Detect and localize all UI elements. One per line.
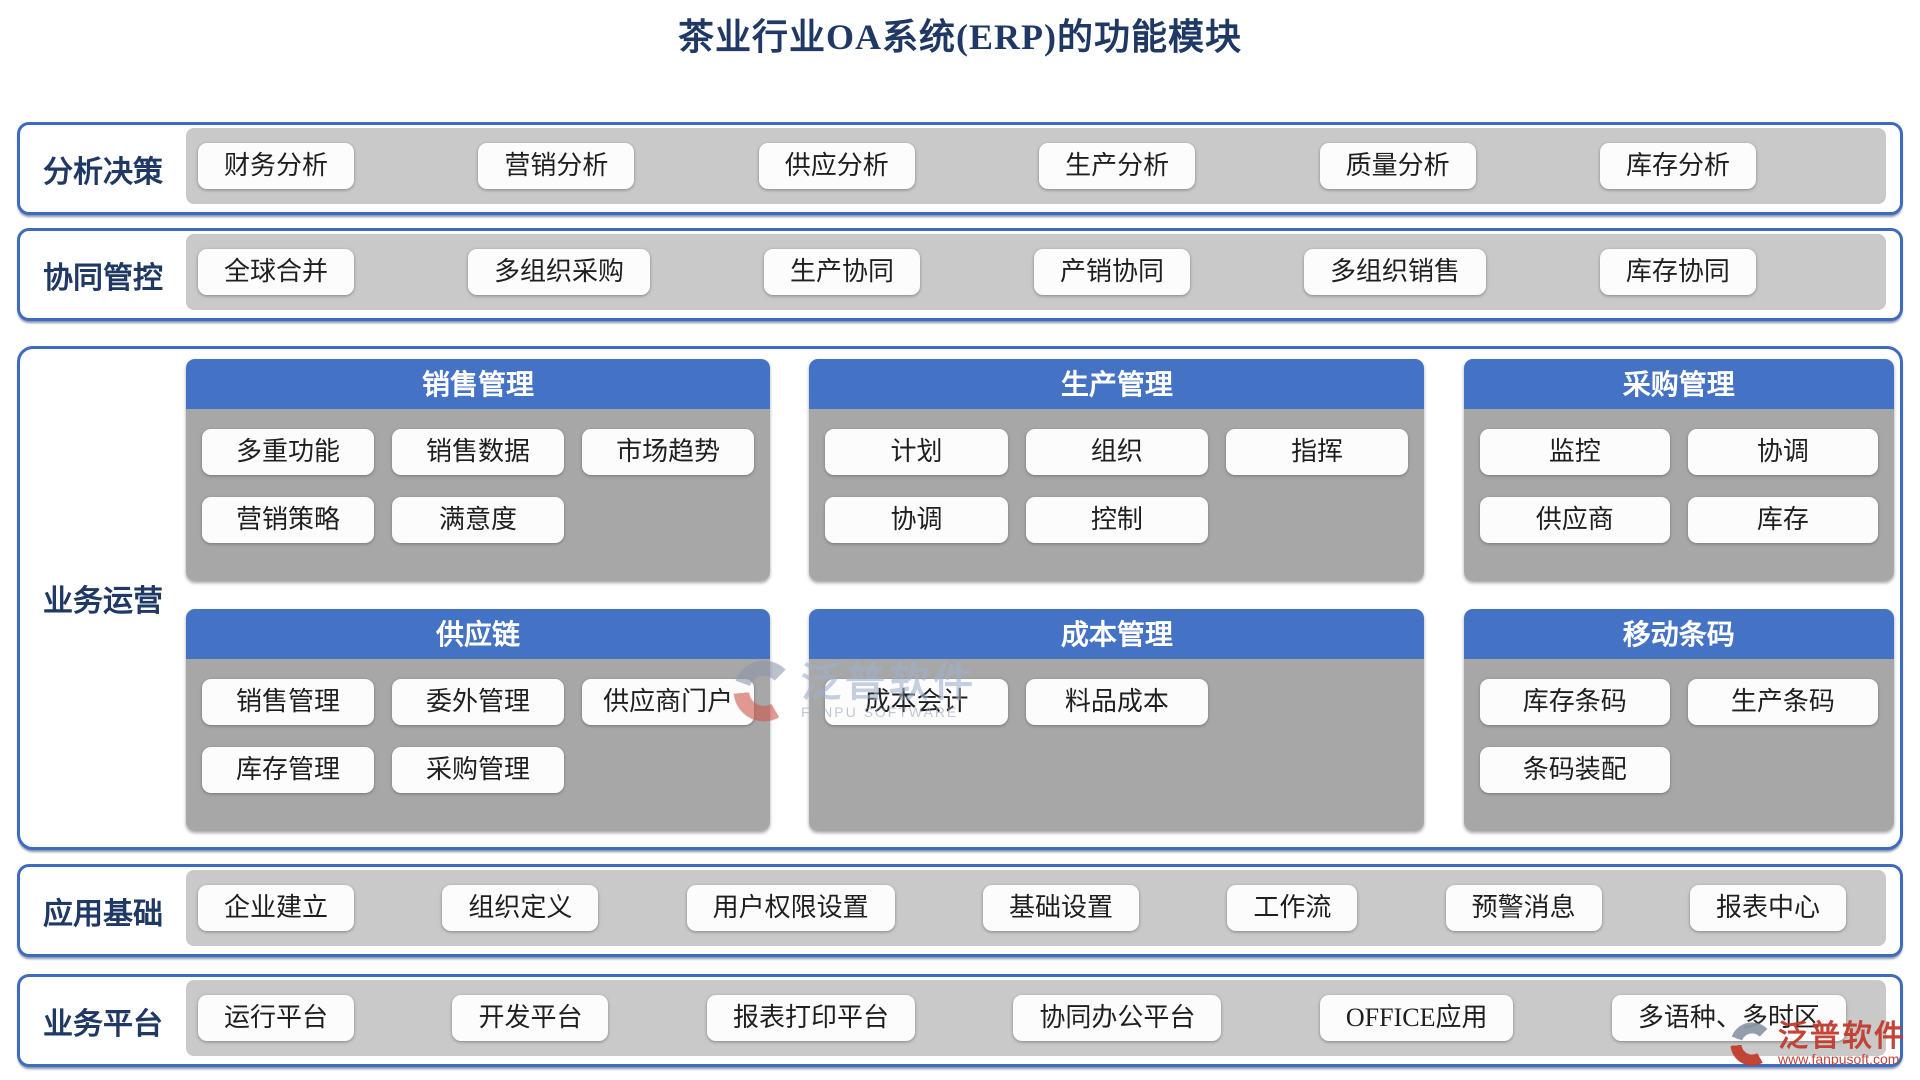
module-chip-organize: 组织	[1025, 429, 1208, 475]
module-chip-inventory-barcode: 库存条码	[1479, 679, 1670, 725]
section-business-platform: 业务平台 运行平台 开发平台 报表打印平台 协同办公平台 OFFICE应用 多语…	[17, 974, 1903, 1067]
operations-row-2: 供应链 销售管理 委外管理 供应商门户 库存管理 采购管理	[186, 609, 1894, 831]
group-title: 移动条码	[1463, 609, 1894, 659]
group-button-row: 条码装配	[1479, 747, 1878, 793]
module-chip-user-permission: 用户权限设置	[686, 885, 895, 931]
module-chip-inventory-analysis: 库存分析	[1599, 143, 1756, 189]
module-chip-material-cost: 料品成本	[1025, 679, 1208, 725]
module-chip-financial-analysis: 财务分析	[198, 143, 355, 189]
group-production-management: 生产管理 计划 组织 指挥 协调 控制	[809, 359, 1425, 581]
section-application-foundation: 应用基础 企业建立 组织定义 用户权限设置 基础设置 工作流 预警消息 报表中心	[17, 864, 1903, 957]
group-procurement-management: 采购管理 监控 协调 供应商 库存	[1463, 359, 1894, 581]
group-title: 销售管理	[186, 359, 771, 409]
module-chip-barcode-assembly: 条码装配	[1479, 747, 1670, 793]
module-chip-coordinate: 协调	[825, 497, 1008, 543]
module-chip-outsourcing-mgmt: 委外管理	[392, 679, 565, 725]
module-chip-report-print-platform: 报表打印平台	[706, 995, 915, 1041]
group-sales-management: 销售管理 多重功能 销售数据 市场趋势 营销策略 满意度	[186, 359, 771, 581]
module-chip-alert-message: 预警消息	[1445, 885, 1602, 931]
module-chip-cost-accounting: 成本会计	[825, 679, 1008, 725]
group-supply-chain: 供应链 销售管理 委外管理 供应商门户 库存管理 采购管理	[186, 609, 771, 831]
group-body: 成本会计 料品成本	[809, 659, 1425, 831]
group-cost-management: 成本管理 成本会计 料品成本	[809, 609, 1425, 831]
module-chip-quality-analysis: 质量分析	[1319, 143, 1476, 189]
group-title: 供应链	[186, 609, 771, 659]
module-chip-collab-office-platform: 协同办公平台	[1013, 995, 1222, 1041]
group-title: 生产管理	[809, 359, 1425, 409]
module-chip-sales-production-collab: 产销协同	[1033, 249, 1190, 295]
module-chip-runtime-platform: 运行平台	[198, 995, 355, 1041]
module-chip-supply-analysis: 供应分析	[758, 143, 915, 189]
module-chip-monitor: 监控	[1479, 429, 1670, 475]
module-chip-production-barcode: 生产条码	[1687, 679, 1878, 725]
module-chip-multiorg-purchase: 多组织采购	[467, 249, 650, 295]
section-band: 财务分析 营销分析 供应分析 生产分析 质量分析 库存分析	[186, 128, 1886, 204]
module-chip-supplier: 供应商	[1479, 497, 1670, 543]
module-chip-marketing-analysis: 营销分析	[478, 143, 635, 189]
module-chip-office-app: OFFICE应用	[1319, 995, 1514, 1041]
group-title: 采购管理	[1463, 359, 1894, 409]
group-button-row: 计划 组织 指挥	[825, 429, 1409, 475]
group-button-row: 营销策略 满意度	[202, 497, 754, 543]
module-chip-plan: 计划	[825, 429, 1008, 475]
module-chip-sales-data: 销售数据	[392, 429, 565, 475]
group-body: 库存条码 生产条码 条码装配	[1463, 659, 1894, 831]
module-chip-org-definition: 组织定义	[442, 885, 599, 931]
group-body: 多重功能 销售数据 市场趋势 营销策略 满意度	[186, 409, 771, 581]
module-chip-command: 指挥	[1225, 429, 1409, 475]
module-chip-inventory: 库存	[1687, 497, 1878, 543]
section-business-operations: 业务运营 销售管理 多重功能 销售数据 市场趋势 营销策略 满意度	[17, 346, 1903, 850]
page-title: 茶业行业OA系统(ERP)的功能模块	[678, 17, 1242, 57]
section-label: 业务运营	[43, 585, 163, 618]
group-body: 销售管理 委外管理 供应商门户 库存管理 采购管理	[186, 659, 771, 831]
section-analysis-decision: 分析决策 财务分析 营销分析 供应分析 生产分析 质量分析 库存分析	[17, 122, 1903, 215]
module-chip-production-analysis: 生产分析	[1039, 143, 1196, 189]
group-body: 监控 协调 供应商 库存	[1463, 409, 1894, 581]
section-label: 业务平台	[43, 1007, 163, 1041]
group-button-row: 库存条码 生产条码	[1479, 679, 1878, 725]
group-mobile-barcode: 移动条码 库存条码 生产条码 条码装配	[1463, 609, 1894, 831]
module-chip-basic-settings: 基础设置	[982, 885, 1139, 931]
module-chip-multiorg-sales: 多组织销售	[1303, 249, 1486, 295]
section-label: 协同管控	[43, 261, 163, 295]
module-chip-production-collab: 生产协同	[763, 249, 920, 295]
section-label: 应用基础	[43, 897, 163, 931]
group-button-row: 供应商 库存	[1479, 497, 1878, 543]
module-chip-report-center: 报表中心	[1689, 885, 1846, 931]
module-chip-enterprise-setup: 企业建立	[198, 885, 355, 931]
group-button-row: 协调 控制	[825, 497, 1408, 543]
group-button-row: 监控 协调	[1479, 429, 1878, 475]
module-chip-satisfaction: 满意度	[392, 497, 565, 543]
module-chip-multilang-timezone: 多语种、多时区	[1611, 995, 1846, 1041]
module-chip-market-trend: 市场趋势	[582, 429, 755, 475]
group-button-row: 库存管理 采购管理	[202, 747, 754, 793]
section-band: 企业建立 组织定义 用户权限设置 基础设置 工作流 预警消息 报表中心	[186, 870, 1886, 946]
section-band: 全球合并 多组织采购 生产协同 产销协同 多组织销售 库存协同	[186, 234, 1886, 310]
operations-content: 销售管理 多重功能 销售数据 市场趋势 营销策略 满意度	[186, 349, 1900, 847]
module-chip-inventory-mgmt: 库存管理	[202, 747, 375, 793]
group-button-row: 多重功能 销售数据 市场趋势	[202, 429, 755, 475]
module-chip-sales-mgmt: 销售管理	[202, 679, 375, 725]
section-label: 分析决策	[43, 155, 163, 189]
module-chip-purchase-mgmt: 采购管理	[392, 747, 565, 793]
operations-row-1: 销售管理 多重功能 销售数据 市场趋势 营销策略 满意度	[186, 359, 1894, 581]
module-chip-marketing-strategy: 营销策略	[202, 497, 375, 543]
group-title: 成本管理	[809, 609, 1425, 659]
module-chip-control: 控制	[1025, 497, 1208, 543]
group-button-row: 成本会计 料品成本	[825, 679, 1408, 725]
module-chip-coordination: 协调	[1687, 429, 1878, 475]
section-band: 运行平台 开发平台 报表打印平台 协同办公平台 OFFICE应用 多语种、多时区	[186, 980, 1886, 1056]
module-chip-dev-platform: 开发平台	[452, 995, 609, 1041]
module-chip-inventory-collab: 库存协同	[1599, 249, 1756, 295]
module-chip-supplier-portal: 供应商门户	[582, 679, 755, 725]
module-chip-workflow: 工作流	[1227, 885, 1358, 931]
module-chip-multi-function: 多重功能	[202, 429, 375, 475]
group-button-row: 销售管理 委外管理 供应商门户	[202, 679, 755, 725]
group-body: 计划 组织 指挥 协调 控制	[809, 409, 1425, 581]
module-chip-global-merge: 全球合并	[198, 249, 355, 295]
section-collaborative-control: 协同管控 全球合并 多组织采购 生产协同 产销协同 多组织销售 库存协同	[17, 228, 1903, 321]
